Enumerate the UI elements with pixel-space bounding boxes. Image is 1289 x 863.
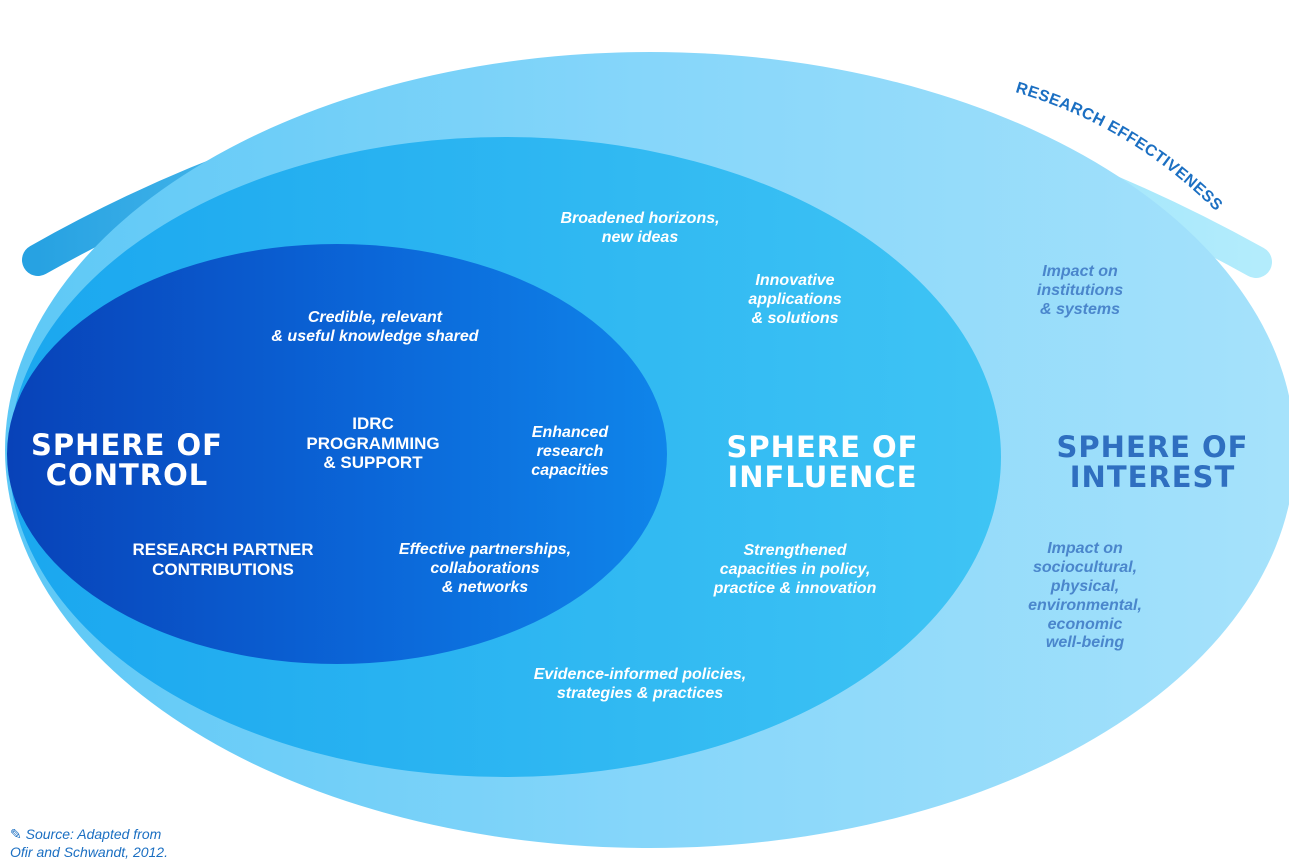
sphere-of-interest-title: SPHERE OF INTEREST: [1056, 430, 1249, 495]
pencil-icon: ✎: [10, 826, 22, 842]
sphere-of-influence-title: SPHERE OF INFLUENCE: [726, 430, 919, 495]
sphere-of-control-ellipse: [7, 244, 667, 664]
evidence-informed-label: Evidence-informed policies, strategies &…: [533, 666, 747, 702]
sphere-of-control-title: SPHERE OF CONTROL: [31, 428, 223, 493]
innovative-applications-label: Innovative applications & solutions: [748, 272, 842, 327]
source-note: ✎ Source: Adapted from Ofir and Schwandt…: [10, 826, 168, 861]
impact-institutions-label: Impact on institutions & systems: [1036, 263, 1124, 318]
effective-partnerships-label: Effective partnerships, collaborations &…: [398, 541, 572, 596]
idrc-programming-label: IDRC PROGRAMMING & SUPPORT: [306, 414, 440, 473]
strengthened-capacities-label: Strengthened capacities in policy, pract…: [713, 542, 877, 597]
impact-wellbeing-label: Impact on sociocultural, physical, envir…: [1028, 540, 1142, 652]
research-partner-label: RESEARCH PARTNER CONTRIBUTIONS: [132, 540, 314, 579]
credible-knowledge-label: Credible, relevant & useful knowledge sh…: [271, 309, 479, 345]
source-text: Source: Adapted from Ofir and Schwandt, …: [10, 826, 168, 860]
broadened-horizons-label: Broadened horizons, new ideas: [560, 210, 720, 246]
enhanced-capacities-label: Enhanced research capacities: [531, 424, 609, 479]
